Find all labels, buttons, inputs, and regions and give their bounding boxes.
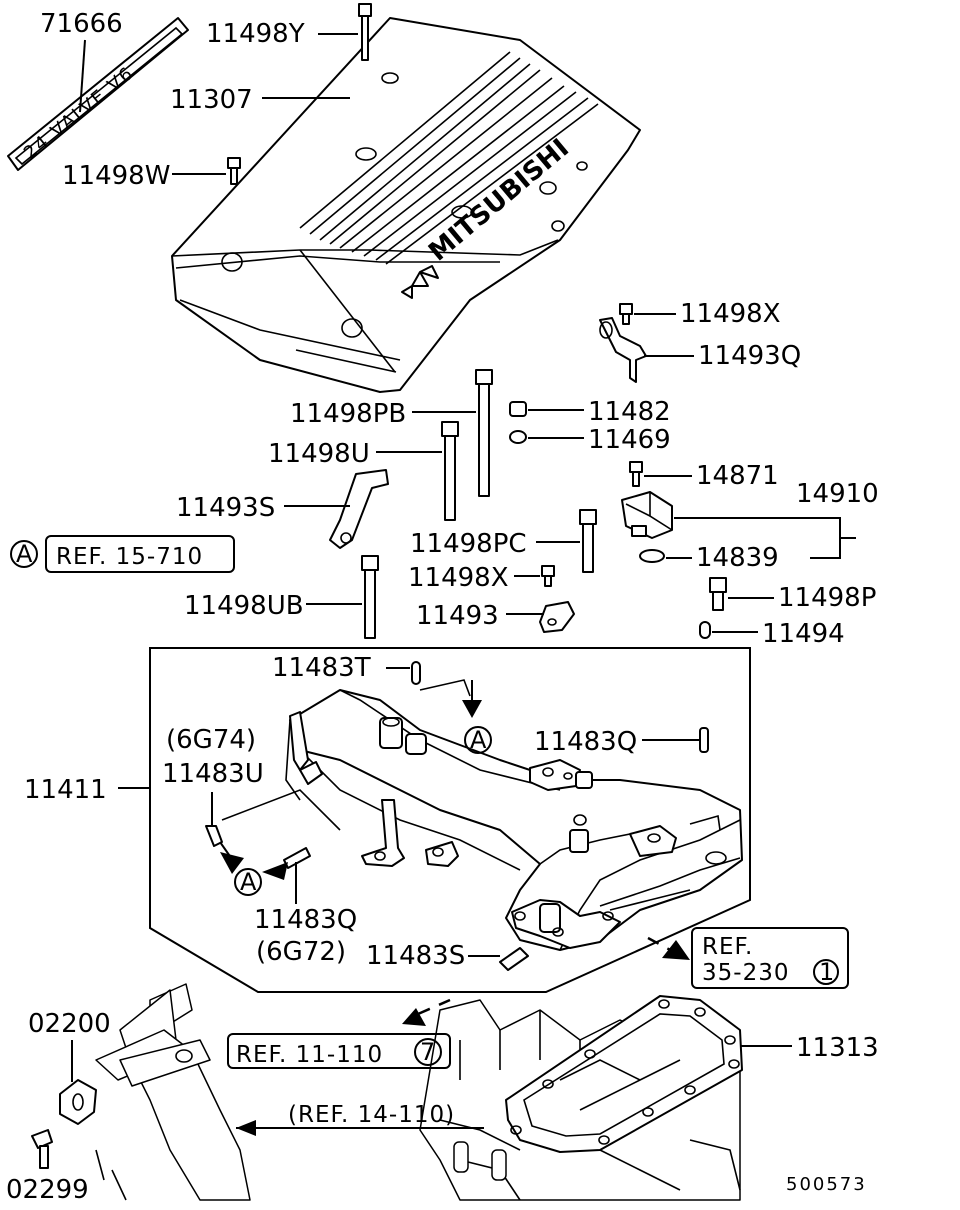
bolt-11498w — [227, 157, 241, 185]
bolt-11498x-mid — [541, 565, 555, 587]
arrow-to-a-top — [462, 700, 482, 718]
label-14871: 14871 — [696, 461, 779, 491]
label-14839: 14839 — [696, 543, 779, 573]
emblem-plate: 24 VALVE V6 — [7, 17, 189, 171]
label-6g72: (6G72) — [256, 937, 346, 967]
ref-35-230: REF. 35-230 1 — [647, 927, 849, 989]
label-11498y: 11498Y — [206, 19, 305, 49]
label-11498x-top: 11498X — [680, 299, 781, 329]
label-11469: 11469 — [588, 425, 671, 455]
pin-11483q-right — [699, 727, 709, 753]
label-14910: 14910 — [796, 479, 879, 509]
label-11493: 11493 — [416, 601, 499, 631]
ref-35-230-line1: REF. — [702, 934, 753, 960]
label-11482: 11482 — [588, 397, 671, 427]
label-11498u: 11498U — [268, 439, 370, 469]
label-11483q-right: 11483Q — [534, 727, 637, 757]
pin-11494 — [699, 621, 711, 639]
label-11498p: 11498P — [778, 583, 876, 613]
nut-11482 — [509, 401, 527, 417]
arrow-to-a-left — [220, 852, 244, 874]
label-11483s: 11483S — [366, 941, 465, 971]
oring-14839 — [639, 549, 665, 563]
bolt-11498pb — [475, 369, 493, 497]
screw-14871 — [629, 461, 643, 487]
ref-35-230-line2: 35-230 — [702, 960, 789, 986]
label-02200: 02200 — [28, 1009, 111, 1039]
bolt-11498ub — [361, 555, 379, 639]
label-11313: 11313 — [796, 1033, 879, 1063]
bracket-11493 — [539, 601, 575, 633]
label-71666: 71666 — [40, 9, 123, 39]
label-11498ub: 11498UB — [184, 591, 304, 621]
cover-ribs — [299, 51, 599, 265]
label-02299: 02299 — [6, 1175, 89, 1205]
ref-15-710: A REF. 15-710 — [10, 535, 235, 573]
bolt-11498pc — [579, 509, 597, 573]
bracket-11493q — [599, 317, 647, 383]
ref-11-110-circle: 7 — [420, 1038, 435, 1066]
bracket-11493s — [329, 469, 389, 549]
label-11493s: 11493S — [176, 493, 275, 523]
bolt-11498u — [441, 421, 459, 521]
label-11493q: 11493Q — [698, 341, 801, 371]
gasket-11313 — [505, 995, 743, 1153]
pin-11483u — [205, 825, 223, 847]
washer-11469 — [509, 430, 527, 444]
label-11494: 11494 — [762, 619, 845, 649]
label-11483q-left: 11483Q — [254, 905, 357, 935]
label-11498pb: 11498PB — [290, 399, 406, 429]
label-11498w: 11498W — [62, 161, 170, 191]
ref-11-110-text: REF. 11-110 — [236, 1042, 383, 1068]
ref-14-110: (REF. 14-110) — [288, 1102, 455, 1128]
intake-manifold — [285, 689, 743, 951]
label-11411: 11411 — [24, 775, 107, 805]
manifold-callout-box — [149, 647, 751, 993]
arrow-to-a-mid — [262, 862, 288, 880]
arrow-ref-14-110 — [236, 1120, 256, 1136]
mitsubishi-logo-icon — [401, 265, 439, 299]
pin-11483s — [499, 947, 529, 971]
ref-11-110: REF. 11-110 7 — [227, 998, 451, 1069]
bolt-02299 — [31, 1129, 53, 1169]
marker-a-top: A — [470, 726, 487, 754]
engine-cover: MITSUBISHI — [171, 17, 641, 393]
marker-a-left: A — [240, 868, 257, 896]
plate-02200 — [59, 1079, 97, 1125]
ref-35-230-circle: 1 — [819, 958, 834, 986]
label-11483u: 11483U — [162, 759, 264, 789]
bolt-11498p — [709, 577, 727, 611]
pin-11483t — [411, 661, 421, 685]
label-11498x-mid: 11498X — [408, 563, 509, 593]
label-11483t: 11483T — [272, 653, 371, 683]
bolt-11498x-top — [619, 303, 633, 325]
sensor-14910 — [621, 491, 673, 539]
emblem-text: 24 VALVE V6 — [20, 62, 138, 163]
label-6g74: (6G74) — [166, 725, 256, 755]
ref-15-710-text: REF. 15-710 — [56, 544, 203, 570]
label-11307: 11307 — [170, 85, 253, 115]
diagram-code: 500573 — [786, 1174, 867, 1195]
ref-15-710-marker: A — [16, 540, 33, 568]
bolt-11498y — [358, 3, 372, 61]
label-11498pc: 11498PC — [410, 529, 527, 559]
